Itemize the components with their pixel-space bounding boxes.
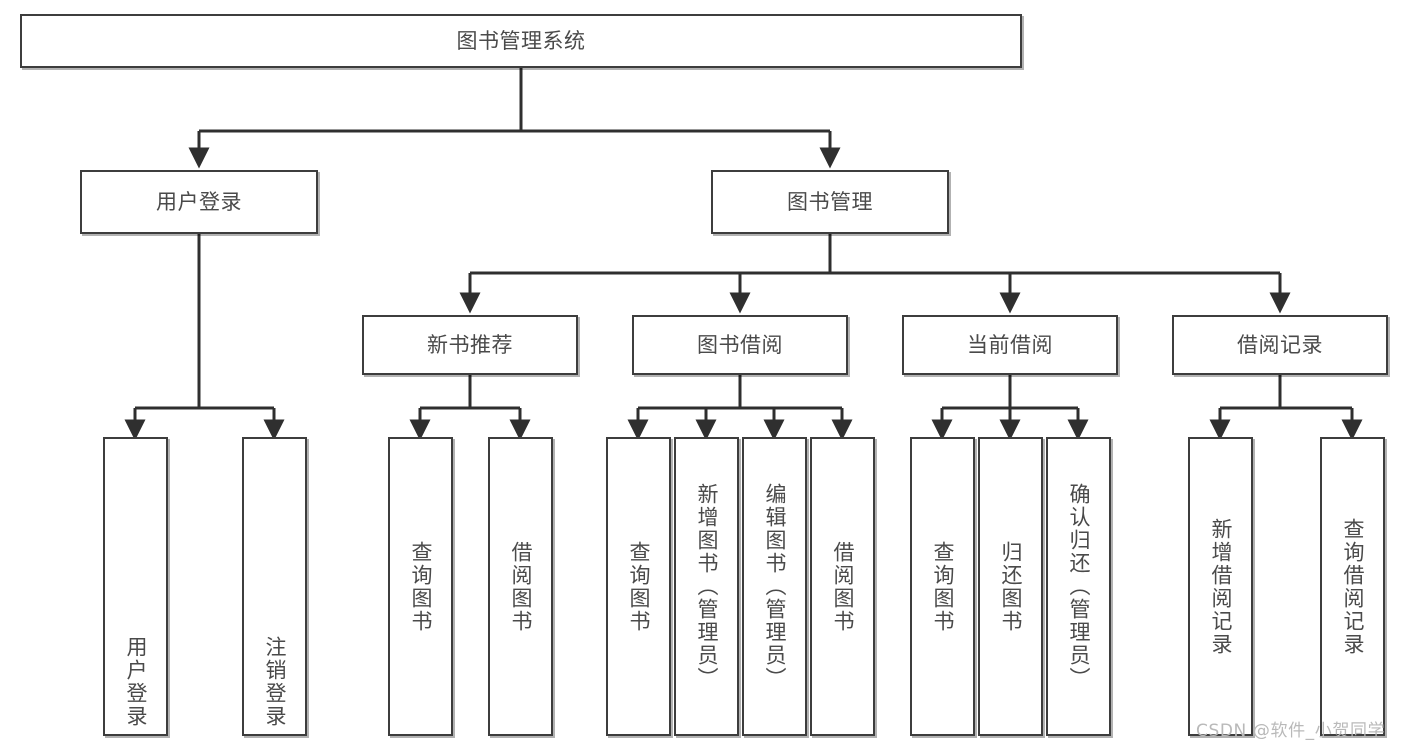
leaf-borrow-edit-book-admin[interactable]: 编辑图书（管理员） bbox=[742, 437, 807, 736]
node-user-login[interactable]: 用户登录 bbox=[80, 170, 318, 234]
leaf-user-login-login[interactable]: 用户登录 bbox=[103, 437, 168, 736]
node-label: 用户登录 bbox=[156, 189, 242, 214]
node-label: 查询图书 bbox=[626, 540, 651, 633]
node-label: 编辑图书（管理员） bbox=[762, 483, 787, 690]
leaf-borrow-add-book-admin[interactable]: 新增图书（管理员） bbox=[674, 437, 739, 736]
node-label: 新增借阅记录 bbox=[1208, 517, 1233, 656]
leaf-current-query-book[interactable]: 查询图书 bbox=[910, 437, 975, 736]
leaf-record-add-borrow-record[interactable]: 新增借阅记录 bbox=[1188, 437, 1253, 736]
node-label: 查询图书 bbox=[408, 540, 433, 633]
leaf-newbook-query-book[interactable]: 查询图书 bbox=[388, 437, 453, 736]
node-label: 确认归还（管理员） bbox=[1066, 483, 1091, 690]
leaf-borrow-borrow-book[interactable]: 借阅图书 bbox=[810, 437, 875, 736]
node-label: 图书借阅 bbox=[697, 332, 783, 357]
node-label: 借阅图书 bbox=[508, 540, 533, 633]
node-label: 新增图书（管理员） bbox=[694, 483, 719, 690]
leaf-current-confirm-return-admin[interactable]: 确认归还（管理员） bbox=[1046, 437, 1111, 736]
node-label: 当前借阅 bbox=[967, 332, 1053, 357]
node-book-management[interactable]: 图书管理 bbox=[711, 170, 949, 234]
node-label: 新书推荐 bbox=[427, 332, 513, 357]
node-new-book-recommend[interactable]: 新书推荐 bbox=[362, 315, 578, 375]
node-current-borrow[interactable]: 当前借阅 bbox=[902, 315, 1118, 375]
node-root-book-management-system[interactable]: 图书管理系统 bbox=[20, 14, 1022, 68]
leaf-newbook-borrow-book[interactable]: 借阅图书 bbox=[488, 437, 553, 736]
leaf-current-return-book[interactable]: 归还图书 bbox=[978, 437, 1043, 736]
node-book-borrow[interactable]: 图书借阅 bbox=[632, 315, 848, 375]
node-label: 用户登录 bbox=[123, 636, 148, 728]
node-label: 归还图书 bbox=[998, 540, 1023, 633]
node-label: 图书管理 bbox=[787, 189, 873, 214]
leaf-user-login-logout[interactable]: 注销登录 bbox=[242, 437, 307, 736]
leaf-borrow-query-book[interactable]: 查询图书 bbox=[606, 437, 671, 736]
node-label: 注销登录 bbox=[262, 636, 287, 728]
leaf-record-query-borrow-record[interactable]: 查询借阅记录 bbox=[1320, 437, 1385, 736]
node-borrow-record[interactable]: 借阅记录 bbox=[1172, 315, 1388, 375]
node-label: 查询借阅记录 bbox=[1340, 517, 1365, 656]
node-label: 借阅记录 bbox=[1237, 332, 1323, 357]
node-label: 图书管理系统 bbox=[456, 28, 586, 53]
node-label: 借阅图书 bbox=[830, 540, 855, 633]
node-label: 查询图书 bbox=[930, 540, 955, 633]
csdn-watermark: CSDN @软件_小贺同学 bbox=[1196, 721, 1386, 741]
